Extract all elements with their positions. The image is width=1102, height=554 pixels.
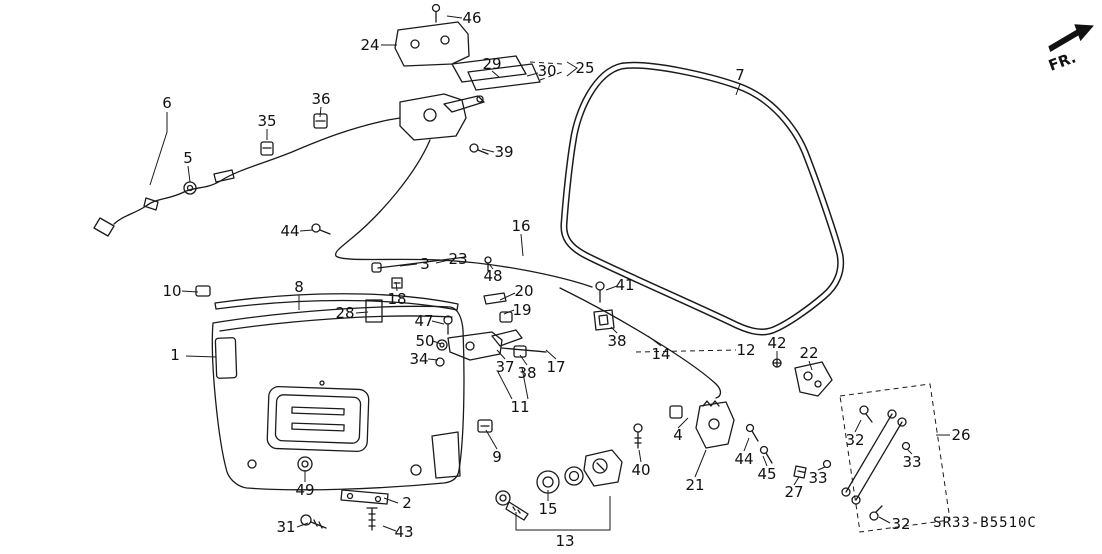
callout-28: 28 bbox=[335, 304, 354, 322]
callout-7: 7 bbox=[735, 66, 745, 84]
callout-11: 11 bbox=[510, 398, 529, 416]
callout-35: 35 bbox=[257, 112, 276, 130]
release-cable bbox=[334, 139, 605, 303]
callout-30: 30 bbox=[537, 62, 556, 80]
callout-16: 16 bbox=[511, 217, 530, 235]
callout-43: 43 bbox=[394, 523, 413, 541]
callout-48: 48 bbox=[483, 267, 502, 285]
callout-12: 12 bbox=[736, 341, 755, 359]
callout-3: 3 bbox=[420, 255, 430, 273]
callout-6: 6 bbox=[162, 94, 172, 112]
opener-cable bbox=[93, 113, 401, 237]
callout-46: 46 bbox=[462, 9, 481, 27]
callout-18: 18 bbox=[387, 290, 406, 308]
fr-arrow-icon bbox=[1048, 24, 1094, 53]
callout-39: 39 bbox=[494, 143, 513, 161]
callout-32-a: 32 bbox=[845, 431, 864, 449]
callout-14: 14 bbox=[651, 345, 670, 363]
callout-38-b: 38 bbox=[517, 364, 536, 382]
drawing-code: SR33-B5510C bbox=[933, 515, 1037, 531]
callout-32-b: 32 bbox=[891, 515, 910, 533]
gas-stay-assembly bbox=[793, 383, 951, 533]
lock-cylinder-assembly bbox=[495, 449, 623, 531]
callout-36: 36 bbox=[311, 90, 330, 108]
callout-24: 24 bbox=[360, 36, 379, 54]
callout-47: 47 bbox=[414, 312, 433, 330]
callout-23: 23 bbox=[448, 250, 467, 268]
upper-garnish-strip bbox=[214, 293, 459, 311]
callout-25: 25 bbox=[575, 59, 594, 77]
weatherstrip-seal bbox=[560, 61, 845, 336]
hinge-parts bbox=[772, 358, 833, 397]
callout-19: 19 bbox=[512, 301, 531, 319]
callout-37: 37 bbox=[495, 358, 514, 376]
callout-34: 34 bbox=[409, 350, 428, 368]
rear-latch-assembly bbox=[633, 400, 773, 464]
leader-lines bbox=[149, 15, 950, 532]
callout-44-b: 44 bbox=[734, 450, 753, 468]
callout-50: 50 bbox=[415, 332, 434, 350]
tailgate-panel bbox=[211, 305, 465, 491]
callout-10: 10 bbox=[162, 282, 181, 300]
callout-5: 5 bbox=[183, 149, 193, 167]
callout-17: 17 bbox=[546, 358, 565, 376]
callout-8: 8 bbox=[294, 278, 304, 296]
callout-1: 1 bbox=[170, 346, 180, 364]
callout-29: 29 bbox=[482, 55, 501, 73]
callout-22: 22 bbox=[799, 344, 818, 362]
callout-15: 15 bbox=[538, 500, 557, 518]
upper-latch-actuator bbox=[399, 93, 489, 155]
fr-direction-arrow: FR. bbox=[1046, 24, 1094, 75]
callout-2: 2 bbox=[402, 494, 412, 512]
fr-label: FR. bbox=[1046, 48, 1078, 74]
callout-26: 26 bbox=[951, 426, 970, 444]
center-latch-assembly bbox=[435, 315, 547, 367]
small-clips bbox=[195, 223, 493, 433]
callout-9: 9 bbox=[492, 448, 502, 466]
callout-38-a: 38 bbox=[607, 332, 626, 350]
callout-45: 45 bbox=[757, 465, 776, 483]
callout-33-b: 33 bbox=[808, 469, 827, 487]
callout-20: 20 bbox=[514, 282, 533, 300]
callout-31: 31 bbox=[276, 518, 295, 536]
callout-49: 49 bbox=[295, 481, 314, 499]
callout-13: 13 bbox=[555, 532, 574, 550]
spoiler-bracket-assembly bbox=[394, 3, 563, 91]
license-bracket bbox=[297, 456, 389, 531]
callout-21: 21 bbox=[685, 476, 704, 494]
lock-rod-upper bbox=[365, 256, 513, 323]
callout-42: 42 bbox=[767, 334, 786, 352]
callout-33-a: 33 bbox=[902, 453, 921, 471]
callout-41: 41 bbox=[615, 276, 634, 294]
striker-and-rod bbox=[559, 287, 737, 399]
callout-44-a: 44 bbox=[280, 222, 299, 240]
callout-4: 4 bbox=[673, 426, 683, 444]
callout-40: 40 bbox=[631, 461, 650, 479]
callout-27: 27 bbox=[784, 483, 803, 501]
